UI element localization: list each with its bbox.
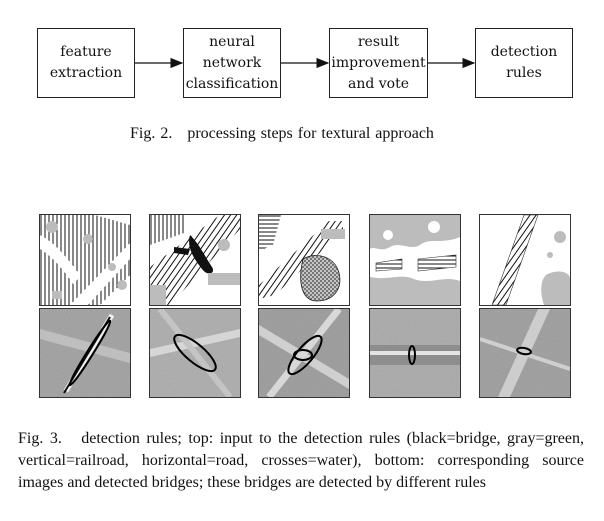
- source-image-1: [39, 308, 131, 398]
- step-label: feature extraction: [49, 44, 123, 81]
- step-feature-extraction: feature extraction: [37, 28, 135, 98]
- step-label: result improvement and vote: [331, 33, 426, 92]
- rule-map-1: [39, 214, 131, 306]
- source-image-3: [258, 308, 350, 398]
- source-image-2: [149, 308, 241, 398]
- source-image-4: [369, 308, 461, 398]
- rule-map-2: [149, 214, 241, 306]
- rule-map-5: [479, 214, 571, 306]
- fig3-caption-text: detection rules; top: input to the detec…: [18, 430, 584, 491]
- rule-map-3: [258, 214, 350, 306]
- fig3-caption-label: Fig. 3.: [18, 430, 62, 447]
- fig2-caption: Fig. 2. processing steps for textural ap…: [130, 125, 434, 143]
- rule-map-4: [369, 214, 461, 306]
- step-neural-network-classification: neural network classification: [183, 28, 281, 98]
- fig2-caption-label: Fig. 2.: [130, 125, 173, 142]
- step-label: neural network classification: [185, 33, 279, 92]
- step-detection-rules: detection rules: [475, 28, 573, 98]
- source-image-5: [479, 308, 571, 398]
- flow-arrows: [135, 57, 476, 69]
- fig2-caption-text: processing steps for textural approach: [187, 125, 434, 142]
- step-result-improvement: result improvement and vote: [329, 28, 428, 98]
- step-label: detection rules: [490, 44, 558, 81]
- fig3-caption: Fig. 3. detection rules; top: input to t…: [18, 428, 584, 494]
